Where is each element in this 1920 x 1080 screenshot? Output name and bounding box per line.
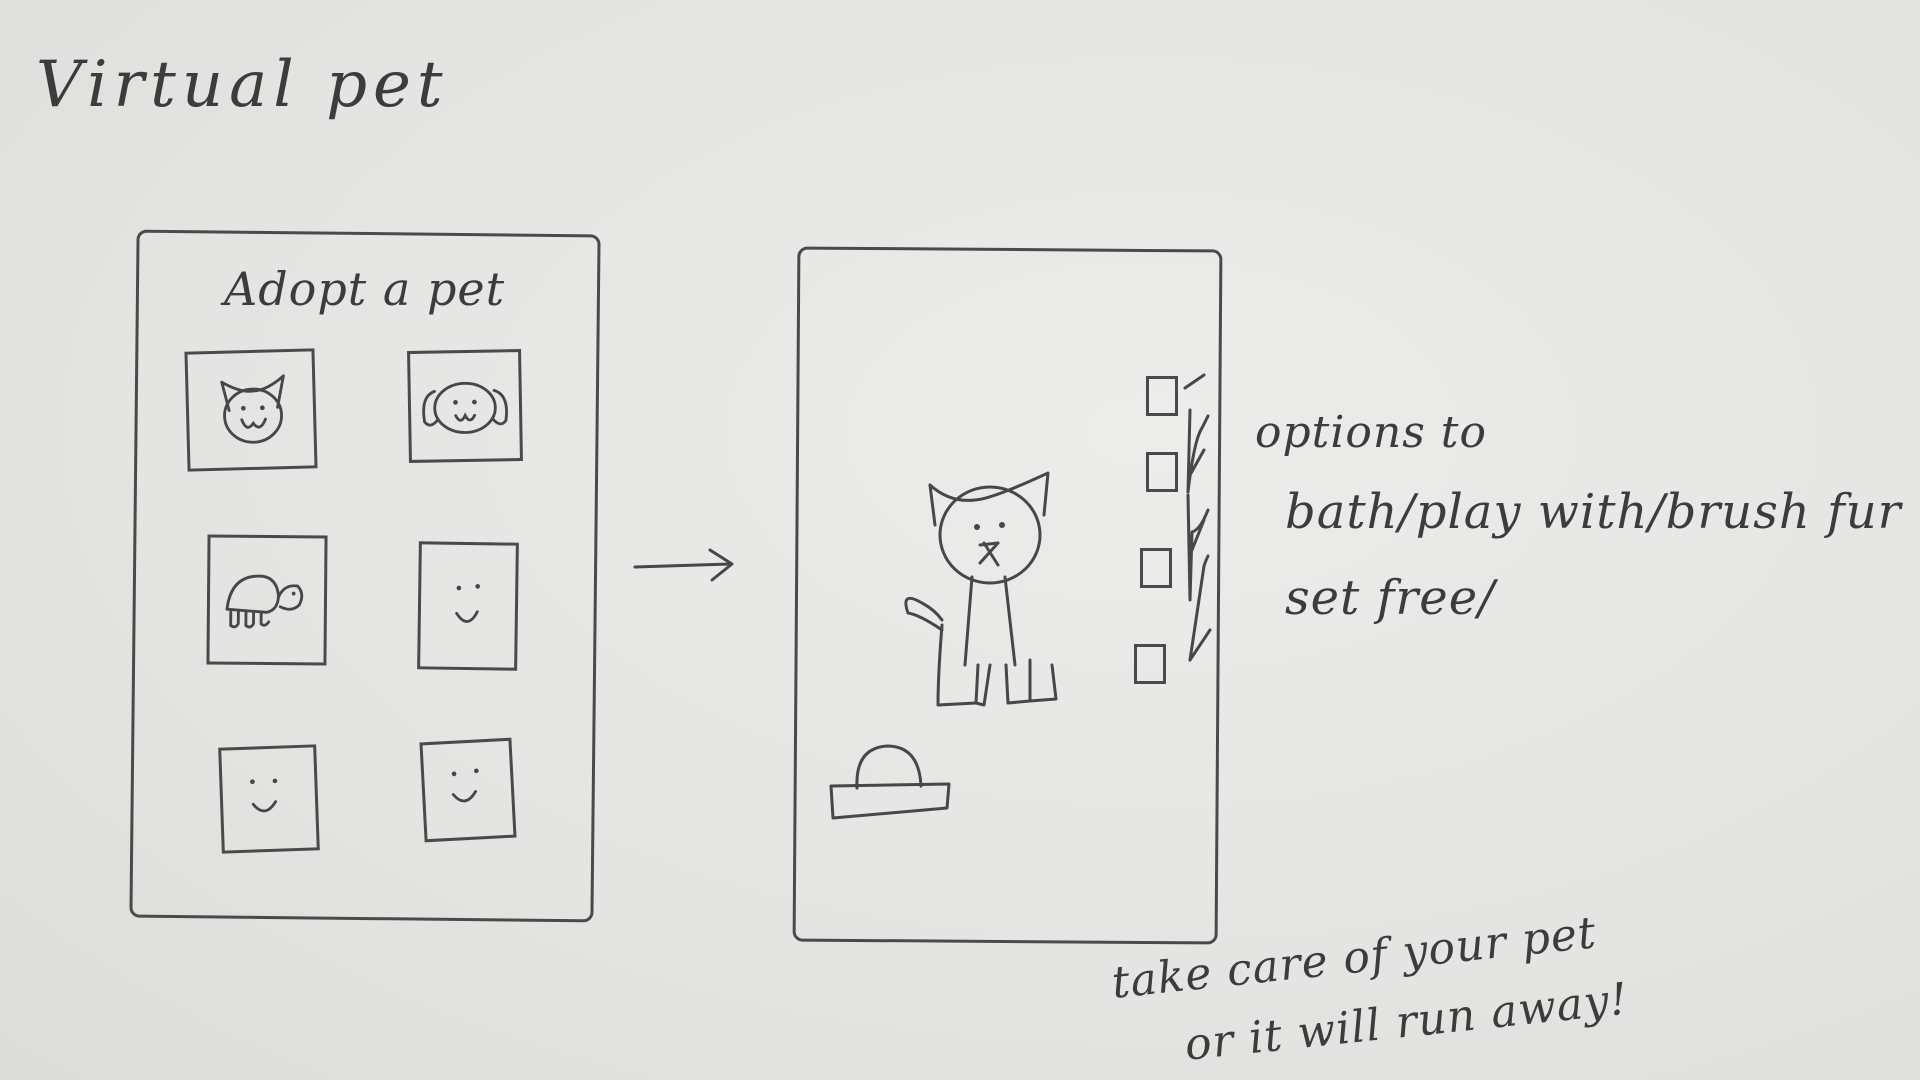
dog-face-icon <box>422 381 508 434</box>
care-option-checkbox-4[interactable] <box>1134 644 1166 684</box>
care-option-checkbox-3[interactable] <box>1140 548 1172 588</box>
pet-tile-dog[interactable] <box>407 349 523 463</box>
care-options-note-line-1: options to <box>1255 407 1487 458</box>
smiley-face-icon <box>451 768 479 803</box>
pet-tile-placeholder-3[interactable] <box>419 737 517 843</box>
care-option-checkbox-2[interactable] <box>1146 452 1178 492</box>
care-options-note-line-3: set free/ <box>1285 570 1496 626</box>
care-options-note-line-2: bath/play with/brush fur <box>1285 484 1902 540</box>
turtle-icon <box>225 574 304 629</box>
adopt-heading: Adopt a pet <box>224 262 506 316</box>
cat-face-icon <box>220 374 285 444</box>
pet-tile-cat[interactable] <box>184 348 318 472</box>
adopt-screen-frame <box>129 229 601 923</box>
smiley-face-icon <box>250 778 278 813</box>
food-bowl-icon <box>829 744 951 820</box>
pet-tile-placeholder-1[interactable] <box>417 541 519 671</box>
cat-icon <box>904 471 1058 707</box>
pet-tile-placeholder-2[interactable] <box>218 744 320 854</box>
smiley-face-icon <box>455 584 481 623</box>
option-connector-lines <box>1183 373 1212 662</box>
page-title: Virtual pet <box>36 48 449 122</box>
pet-tile-turtle[interactable] <box>206 534 328 666</box>
care-option-checkbox-1[interactable] <box>1146 376 1178 416</box>
right-arrow-icon <box>633 548 734 582</box>
